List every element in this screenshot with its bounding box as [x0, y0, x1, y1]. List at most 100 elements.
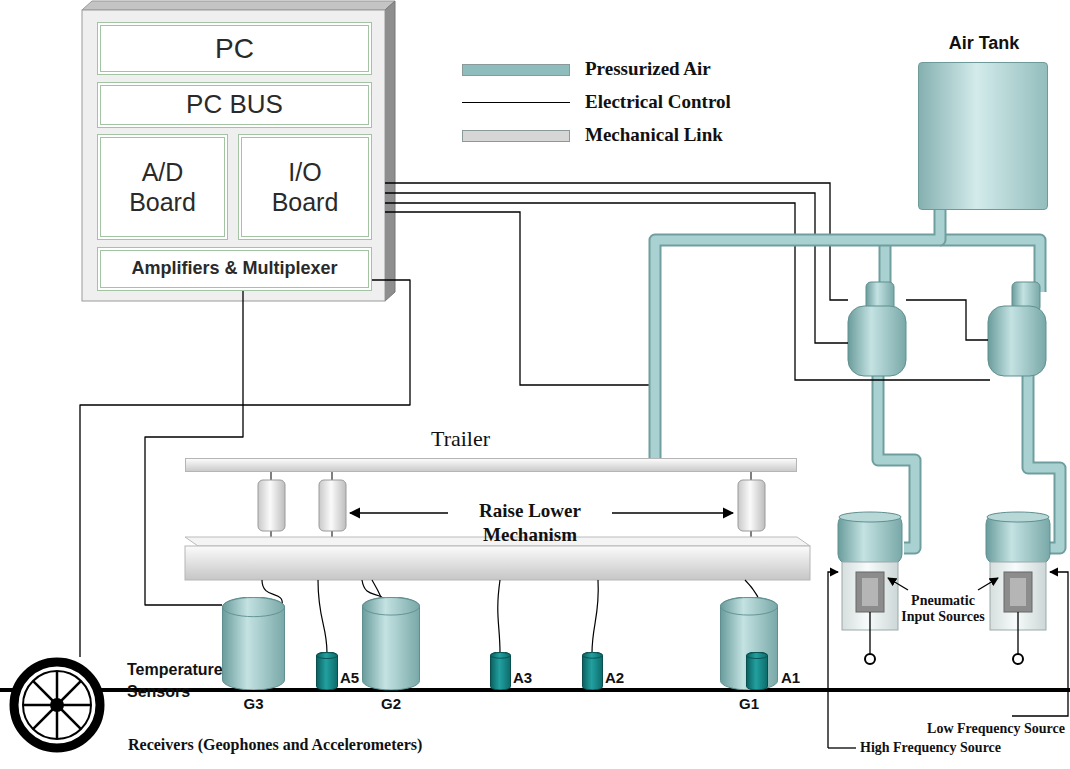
accelerometer-label: A5 — [340, 669, 359, 686]
label-holder: Pneumatic Input Sources — [900, 593, 986, 625]
electrical-control-wires — [385, 203, 990, 380]
connector-group — [145, 291, 243, 605]
frequency-label: High Frequency Source — [860, 740, 1065, 755]
legend-swatch — [462, 64, 570, 76]
receiver-label-holder: G3 — [222, 695, 285, 712]
pneumatic-source — [987, 512, 1049, 522]
label-holder: Raise Lower Mechanism — [455, 499, 605, 547]
accelerometer-body — [582, 652, 603, 690]
computer-board: A/D Board — [97, 134, 228, 240]
raise-lower-actuators — [271, 472, 272, 480]
sensor-cables — [318, 580, 327, 653]
trailer-label-holder: Trailer — [431, 426, 490, 452]
geophone: G1A1 — [720, 597, 778, 690]
legend-text: Mechanical Link — [585, 124, 723, 146]
temperature-wheel: Temperature Sensors — [9, 657, 105, 753]
accelerometer: A5 — [316, 652, 338, 690]
geophone-label: G1 — [720, 695, 778, 712]
legend-row: Electrical Control — [462, 91, 782, 115]
pneumatic-source — [839, 512, 901, 522]
electrical-control-wires — [385, 183, 990, 385]
pneumatic-source — [862, 578, 878, 606]
raise-lower-actuators — [738, 480, 765, 531]
electrical-control-wires — [385, 193, 848, 343]
tire — [14, 662, 100, 748]
mechanism-label: Raise Lower Mechanism — [455, 499, 605, 547]
accelerometer: A2 — [582, 652, 603, 690]
geophone-label: G2 — [362, 695, 420, 712]
accelerometer-body — [316, 652, 338, 690]
legend-row: Mechanical Link — [462, 124, 782, 148]
cylinder-body — [363, 597, 420, 690]
cylinder-body — [583, 652, 603, 690]
receiver-label-holder: G1 — [720, 695, 778, 712]
legend-line-sample — [462, 102, 570, 103]
lower-mechanical-bar — [185, 546, 810, 580]
label-holder: Receivers (Geophones and Accelerometers) — [128, 735, 558, 754]
sensor-cables — [498, 580, 500, 653]
legend-swatch — [462, 130, 570, 142]
pneumatic-source — [856, 572, 884, 612]
board-label: I/O Board — [265, 157, 345, 217]
electrical-control-wires — [906, 300, 988, 340]
receiver-label-holder: A3 — [513, 669, 532, 686]
connector-group — [655, 210, 940, 458]
electrical-control-wires — [385, 212, 649, 385]
cylinder-body — [747, 652, 768, 690]
receiver-label-holder: G2 — [362, 695, 420, 712]
accelerometer-label: A2 — [605, 669, 624, 686]
cylinder-body — [317, 652, 338, 690]
rim — [23, 671, 91, 739]
pneumatic-source — [1004, 572, 1032, 612]
air-pipes — [878, 240, 1060, 548]
computer-board: PC BUS — [97, 82, 372, 128]
geophone-body — [362, 597, 420, 690]
board-label: PC — [215, 32, 254, 66]
valve — [988, 306, 1046, 376]
geophone: G2 — [362, 597, 420, 690]
hub — [50, 698, 64, 712]
raise-lower-actuators — [319, 480, 346, 531]
valve — [848, 306, 906, 376]
cylinder-top — [721, 598, 778, 616]
air-tank: Air Tank — [918, 62, 1048, 210]
computer-board: Amplifiers & Multiplexer — [97, 247, 372, 291]
cylinder-top — [317, 653, 338, 659]
air-pipes — [878, 372, 1060, 548]
legend-text: Electrical Control — [585, 91, 731, 113]
accelerometer-body — [746, 652, 768, 690]
cylinder-body — [721, 597, 778, 690]
receiver-label-holder: A2 — [605, 669, 624, 686]
pneumatic-source — [869, 612, 870, 654]
raise-lower-actuators — [258, 480, 285, 531]
frequency-label: Low Frequency Source — [860, 721, 1065, 736]
raise-lower-arrows — [612, 512, 733, 514]
raise-lower-arrows — [350, 512, 448, 514]
receiver-label-holder: A5 — [340, 669, 359, 686]
receiver-label-holder: A1 — [781, 669, 800, 686]
pipe-outline — [655, 210, 940, 458]
pneumatic-source — [1013, 654, 1023, 664]
air-pipes — [878, 372, 1060, 548]
label-holder: Low Frequency Source — [860, 721, 1065, 736]
computer-housing — [82, 1, 395, 301]
geophone-label: G3 — [222, 695, 285, 712]
trailer-bar: Trailer — [185, 458, 797, 472]
computer-board: PC — [97, 22, 372, 75]
source-leaders — [978, 578, 998, 590]
air-pipe — [655, 210, 940, 458]
trailer-label: Trailer — [431, 426, 490, 452]
sensor-cables — [592, 580, 598, 653]
cylinder-top — [363, 598, 420, 616]
source-leaders — [888, 578, 908, 590]
raise-lower-actuators — [332, 472, 333, 480]
accelerometer: A1 — [746, 652, 768, 690]
pneumatic-source — [838, 512, 1050, 664]
legend-text: Pressurized Air — [585, 58, 711, 80]
tank-label-holder: Air Tank — [899, 33, 1069, 54]
computer-board: I/O Board — [238, 134, 372, 240]
valve — [848, 282, 1046, 376]
cylinder-body — [223, 597, 285, 690]
